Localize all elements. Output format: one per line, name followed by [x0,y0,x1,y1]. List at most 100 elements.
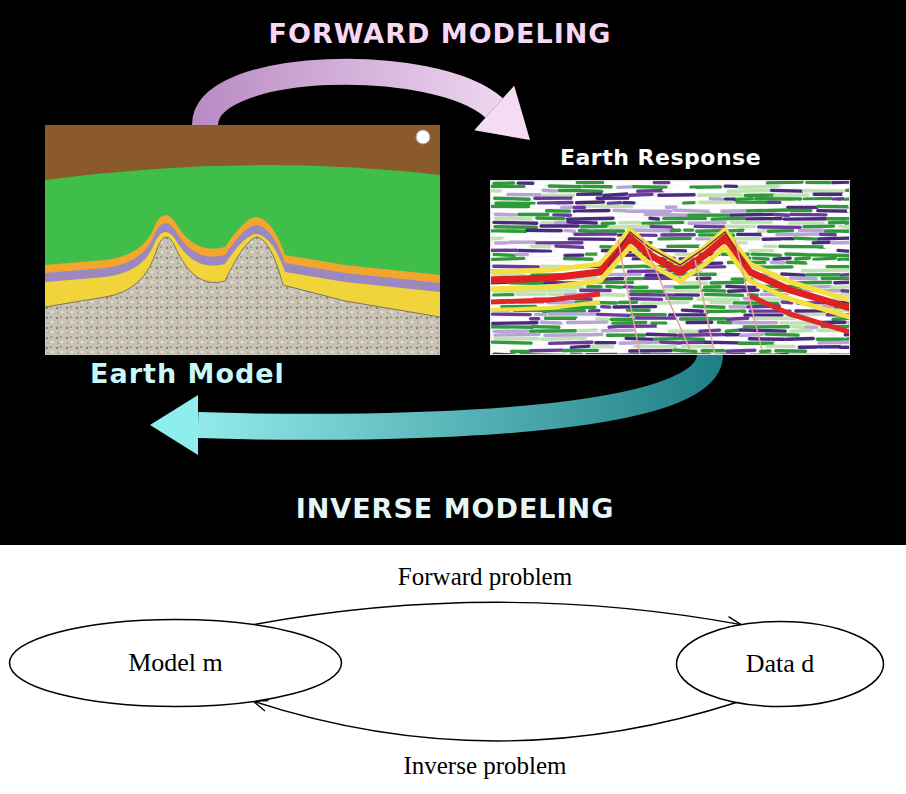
seismic-texture [730,305,745,309]
arrow-head [253,700,268,711]
seismic-texture [682,204,704,208]
seismic-texture [767,345,794,349]
seismic-texture [490,325,532,329]
seismic-texture [802,333,844,336]
seismic-reflector [490,247,850,317]
seismic-texture [620,342,658,343]
seismic-texture [531,238,564,239]
seismic-texture [631,289,663,293]
seismic-texture [588,285,601,288]
seismic-texture [547,209,570,213]
seismic-texture [774,258,790,259]
seismic-texture [752,254,780,255]
seismic-texture [712,217,744,221]
seismic-texture [682,345,711,349]
seismic-texture [705,285,721,289]
seismic-texture [545,333,590,337]
fat-arrow-shaft [205,72,494,125]
seismic-texture [796,258,810,259]
seismic-texture [718,321,731,325]
seismic-texture [674,350,696,351]
seismic-texture [620,221,640,225]
connector [205,72,530,140]
seismic-texture [804,189,843,193]
seismic-texture [748,208,788,212]
seismic-texture [608,201,621,205]
seismic-texture [780,245,825,249]
image-caption: Earth Model [90,358,285,389]
seismic-texture [549,312,595,316]
seismic-texture [531,317,539,320]
ellipse-node: Model m [8,618,343,708]
seismic-texture [825,229,850,233]
seismic-texture [769,229,793,233]
seismic-texture [841,273,850,277]
seismic-texture [494,349,506,353]
seismic-texture [818,205,849,209]
seismic-texture [578,317,597,321]
seismic-texture [579,229,592,233]
seismic-texture [607,189,635,193]
seismic-texture [529,258,562,259]
seismic-texture [703,289,725,293]
seismic-texture [756,197,801,201]
seismic-texture [571,346,589,347]
seismic-texture [642,302,688,303]
seismic-texture [634,185,666,189]
seismic-texture [822,349,848,353]
seismic-texture [763,237,793,241]
seismic-texture [754,317,797,321]
earth-response-illustration [490,180,850,355]
seismic-texture [618,218,644,222]
seismic-texture [791,326,805,327]
seismic-texture [533,261,556,265]
seismic-texture [694,305,724,309]
seismic-texture [808,253,850,257]
fault-line [642,238,690,350]
seismic-texture [577,181,603,185]
seismic-texture [795,238,818,239]
seismic-texture [726,330,739,331]
seismic-texture [516,252,527,256]
seismic-texture [574,196,595,200]
seismic-texture [540,233,570,237]
seismic-texture [541,224,578,227]
seismic-texture [655,337,686,341]
seismic-texture [587,241,619,245]
seismic-texture [563,349,597,353]
seismic-texture [827,265,850,269]
seismic-texture [685,228,693,231]
seismic-texture [587,252,598,255]
seismic-texture [705,294,742,295]
seismic-texture [531,348,563,352]
seismic-texture [533,325,559,329]
seismic-texture [556,246,583,247]
seismic-texture [779,249,817,253]
seismic-texture [496,213,516,217]
seismic-texture [591,333,602,337]
seismic-texture [810,350,819,351]
seismic-texture [667,297,692,301]
image-caption: Earth Response [560,145,761,170]
seismic-texture [710,197,722,201]
seismic-texture [496,216,531,220]
seismic-texture [790,208,811,212]
seismic-texture [741,334,763,335]
seismic-texture [519,250,551,251]
seismic-texture [541,321,561,325]
seismic-texture [579,328,596,332]
seismic-texture [658,240,690,244]
seismic-texture [494,293,513,297]
curved-arrow [253,602,741,624]
seismic-texture [766,334,798,335]
seismic-texture [669,197,708,201]
seismic-texture [787,261,806,265]
seismic-texture [740,330,785,331]
seismic-texture [739,342,775,345]
seismic-texture [833,197,843,201]
seismic-texture [668,244,700,248]
seismic-texture [549,184,580,188]
seismic-texture [507,345,529,349]
seismic-texture [706,205,732,208]
seismic-texture [806,325,817,329]
